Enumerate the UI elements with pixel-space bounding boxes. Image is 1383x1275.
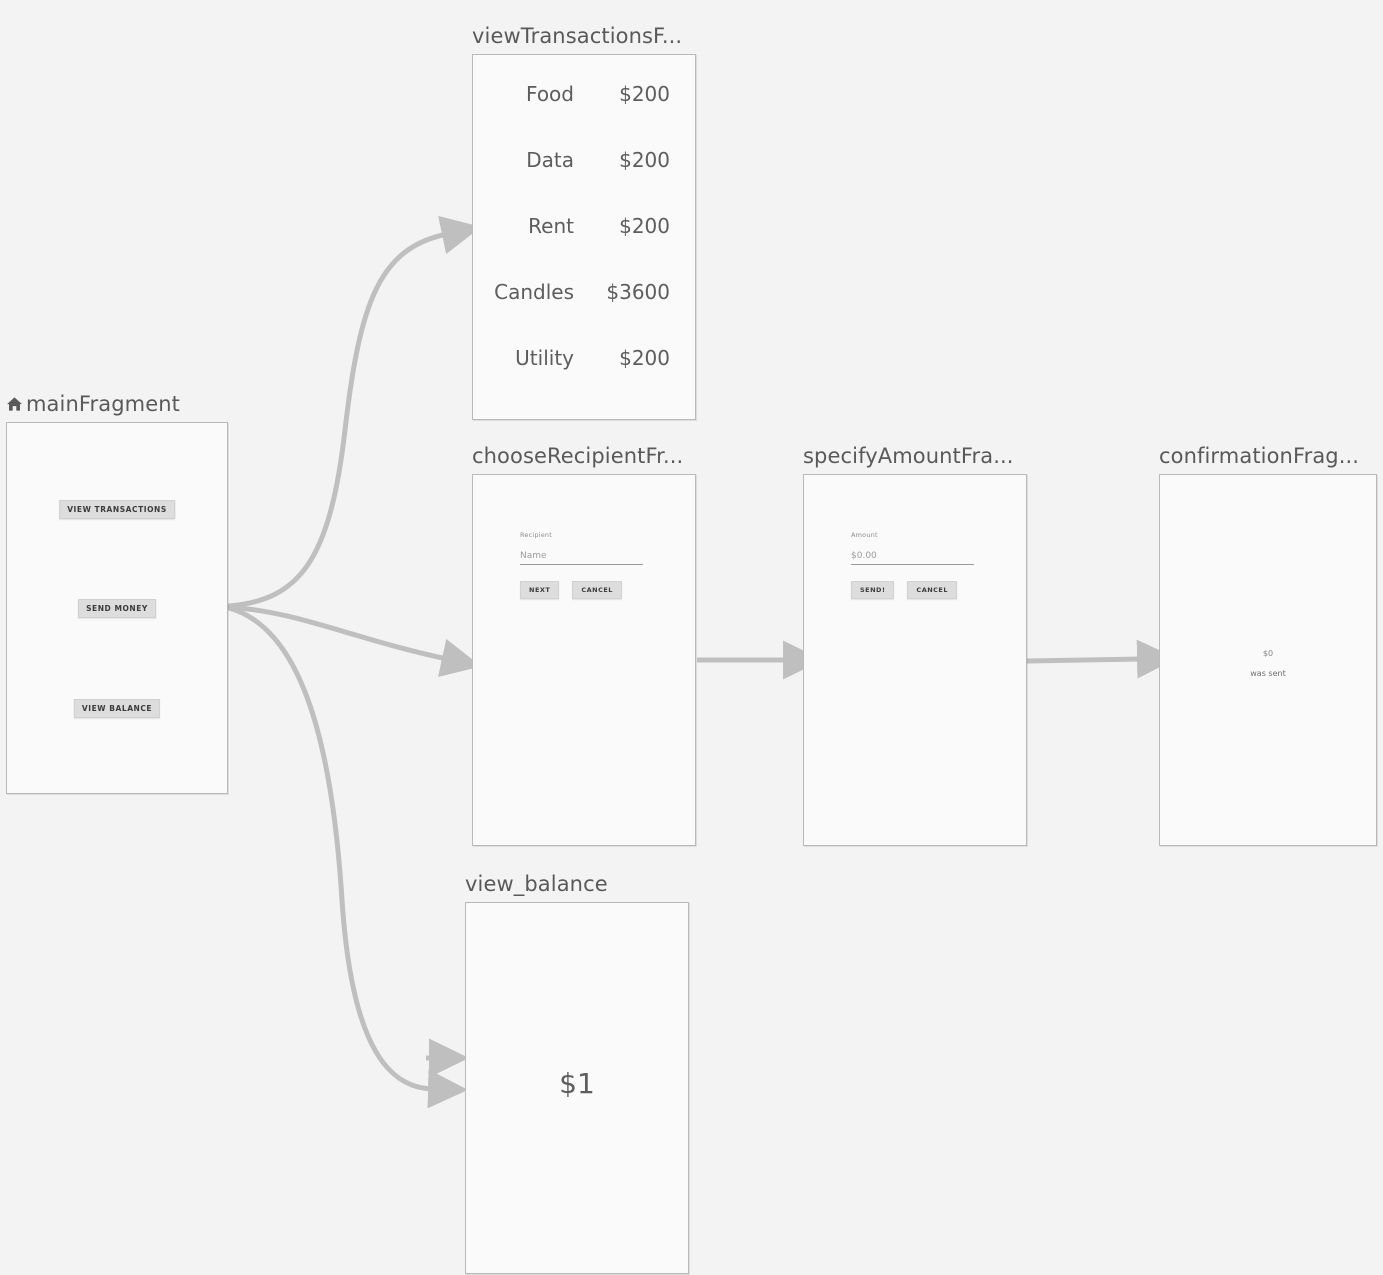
cancel-button[interactable]: CANCEL xyxy=(572,581,622,599)
node-confirmation-fragment[interactable]: confirmationFrag... $0 was sent xyxy=(1159,444,1377,846)
node-frame-choose-recipient xyxy=(472,474,696,846)
view-balance-button[interactable]: VIEW BALANCE xyxy=(73,699,161,718)
node-title-main-fragment: mainFragment xyxy=(6,392,180,416)
amount-form-actions: SEND! CANCEL xyxy=(851,581,991,599)
transaction-category: Candles xyxy=(494,280,574,304)
transaction-amount: $200 xyxy=(619,346,670,370)
edge-main-to-view-transactions xyxy=(226,215,482,609)
node-title-view-balance: view_balance xyxy=(465,872,608,896)
node-title-choose-recipient: chooseRecipientFr... xyxy=(472,444,684,468)
transaction-category: Rent xyxy=(528,214,574,238)
node-title-specify-amount: specifyAmountFra... xyxy=(803,444,1014,468)
edge-specify-amount-to-confirmation xyxy=(1026,639,1177,679)
cancel-button[interactable]: CANCEL xyxy=(907,581,958,599)
edge-main-to-view-balance xyxy=(226,605,468,1109)
table-row: Utility $200 xyxy=(472,346,696,412)
recipient-name-input[interactable]: Name xyxy=(520,551,643,565)
edge-main-to-choose-recipient xyxy=(226,604,482,677)
transaction-category: Utility xyxy=(515,346,574,370)
node-body-specify-amount: Amount $0.00 SEND! CANCEL xyxy=(803,474,1027,846)
node-frame-confirmation xyxy=(1159,474,1377,846)
node-frame-specify-amount xyxy=(803,474,1027,846)
next-button[interactable]: NEXT xyxy=(520,581,560,599)
send-money-button[interactable]: SEND MONEY xyxy=(78,599,156,618)
node-title-view-transactions: viewTransactionsF... xyxy=(472,24,683,48)
table-row: Food $200 xyxy=(472,82,696,148)
transaction-amount: $200 xyxy=(619,148,670,172)
node-title-text: mainFragment xyxy=(26,392,180,416)
transaction-amount: $3600 xyxy=(606,280,670,304)
node-specify-amount-fragment[interactable]: specifyAmountFra... Amount $0.00 SEND! C… xyxy=(803,444,1027,846)
view-transactions-button[interactable]: VIEW TRANSACTIONS xyxy=(59,500,175,519)
transaction-category: Food xyxy=(526,82,574,106)
transaction-category: Data xyxy=(526,148,574,172)
balance-block: $1 xyxy=(465,1067,689,1100)
node-view-transactions-fragment[interactable]: viewTransactionsF... Food $200 Data $200… xyxy=(472,24,696,420)
node-body-view-balance: $1 xyxy=(465,902,689,1274)
node-body-confirmation: $0 was sent xyxy=(1159,474,1377,846)
confirmation-message-block: $0 was sent xyxy=(1159,649,1377,678)
transaction-amount: $200 xyxy=(619,214,670,238)
node-frame-view-balance xyxy=(465,902,689,1274)
recipient-form: Recipient Name NEXT CANCEL xyxy=(520,531,660,599)
home-icon xyxy=(6,396,23,412)
node-body-view-transactions: Food $200 Data $200 Rent $200 Candles $3… xyxy=(472,54,696,420)
balance-amount: $1 xyxy=(559,1067,595,1100)
node-frame-main-fragment xyxy=(6,422,228,794)
amount-label: Amount xyxy=(851,531,878,539)
node-title-confirmation: confirmationFrag... xyxy=(1159,444,1360,468)
table-row: Data $200 xyxy=(472,148,696,214)
node-choose-recipient-fragment[interactable]: chooseRecipientFr... Recipient Name NEXT… xyxy=(472,444,696,846)
confirmation-amount: $0 xyxy=(1262,649,1274,658)
node-body-choose-recipient: Recipient Name NEXT CANCEL xyxy=(472,474,696,846)
recipient-form-actions: NEXT CANCEL xyxy=(520,581,660,599)
send-button[interactable]: SEND! xyxy=(851,581,895,599)
amount-form: Amount $0.00 SEND! CANCEL xyxy=(851,531,991,599)
table-row: Candles $3600 xyxy=(472,280,696,346)
recipient-label: Recipient xyxy=(520,531,553,539)
confirmation-text: was sent xyxy=(1250,669,1286,678)
node-main-fragment[interactable]: mainFragment VIEW TRANSACTIONS SEND MONE… xyxy=(6,392,228,794)
transaction-list: Food $200 Data $200 Rent $200 Candles $3… xyxy=(472,82,696,412)
table-row: Rent $200 xyxy=(472,214,696,280)
node-body-main-fragment: VIEW TRANSACTIONS SEND MONEY VIEW BALANC… xyxy=(6,422,228,794)
node-frame-view-transactions xyxy=(472,54,696,420)
node-view-balance[interactable]: view_balance $1 xyxy=(465,872,689,1274)
amount-input[interactable]: $0.00 xyxy=(851,551,974,565)
transaction-amount: $200 xyxy=(619,82,670,106)
